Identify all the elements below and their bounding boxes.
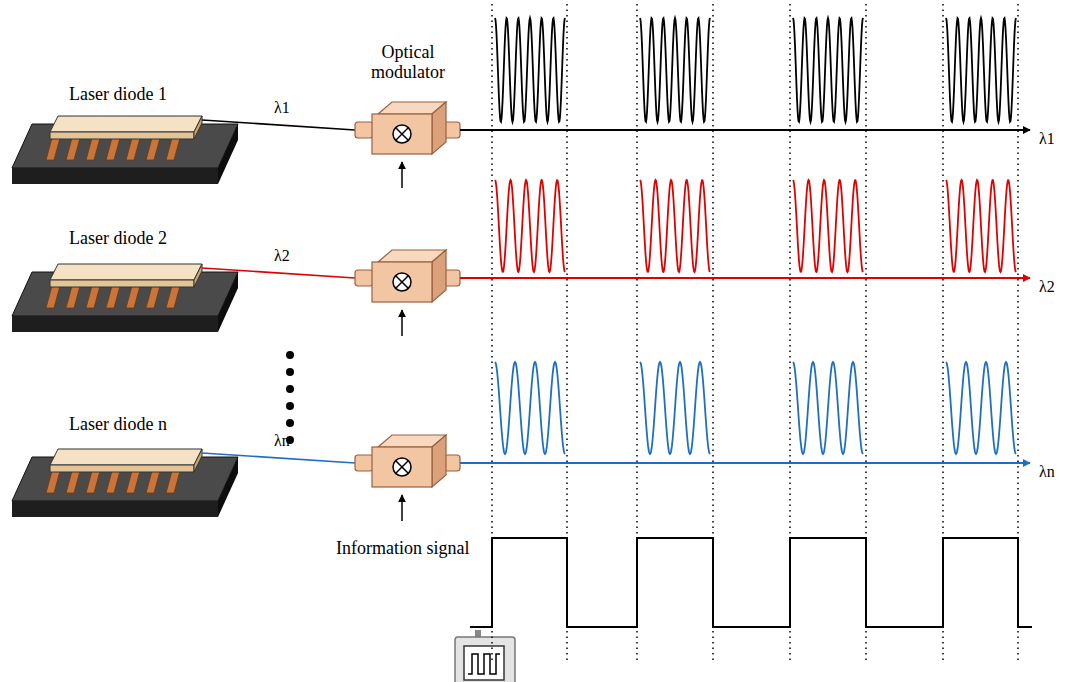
light-pulse bbox=[495, 362, 565, 454]
part-name: Laser diode n bbox=[69, 414, 167, 434]
wavelength-label: λn bbox=[274, 431, 290, 451]
light-pulse bbox=[640, 18, 710, 122]
time-marker bbox=[491, 4, 493, 662]
time-marker bbox=[566, 4, 568, 662]
signal-generator bbox=[455, 630, 515, 682]
laser-diode-symbol bbox=[12, 264, 238, 332]
time-marker bbox=[1017, 4, 1019, 662]
time-marker bbox=[636, 4, 638, 662]
output-line bbox=[460, 462, 1030, 464]
wavelength-label: λ1 bbox=[274, 98, 290, 118]
time-marker bbox=[712, 4, 714, 662]
part-name: Laser diode 2 bbox=[69, 228, 167, 248]
fiber-line bbox=[202, 453, 355, 463]
light-pulse bbox=[495, 18, 565, 122]
optical-modulator-symbol bbox=[355, 435, 460, 521]
time-marker bbox=[789, 4, 791, 662]
light-pulse bbox=[793, 362, 863, 454]
wavelength-label: λ2 bbox=[1039, 277, 1055, 297]
fiber-line bbox=[202, 268, 355, 278]
light-pulse bbox=[640, 362, 710, 454]
part-name: Laser diode 1 bbox=[69, 84, 167, 104]
light-pulse bbox=[793, 180, 863, 272]
light-pulse bbox=[946, 180, 1016, 272]
output-line bbox=[460, 277, 1030, 279]
optical-modulator-symbol bbox=[355, 102, 460, 188]
wavelength-label: λn bbox=[1039, 462, 1055, 482]
laser-diode-symbol bbox=[12, 116, 238, 184]
output-line bbox=[460, 129, 1030, 131]
light-pulse bbox=[495, 180, 565, 272]
time-marker bbox=[865, 4, 867, 662]
light-pulse bbox=[640, 180, 710, 272]
light-pulse bbox=[946, 362, 1016, 454]
continuation-dots bbox=[286, 351, 294, 444]
part-name: Optical modulator bbox=[360, 42, 456, 82]
wavelength-label: λ1 bbox=[1039, 129, 1055, 149]
light-pulse bbox=[946, 18, 1016, 122]
light-pulse bbox=[793, 18, 863, 122]
signal-name: Information signal bbox=[336, 538, 469, 558]
fiber-line bbox=[202, 120, 355, 130]
time-marker bbox=[942, 4, 944, 662]
laser-diode-symbol bbox=[12, 449, 238, 517]
optical-modulator-symbol bbox=[355, 250, 460, 336]
wavelength-label: λ2 bbox=[274, 246, 290, 266]
square-wave bbox=[470, 538, 1032, 627]
